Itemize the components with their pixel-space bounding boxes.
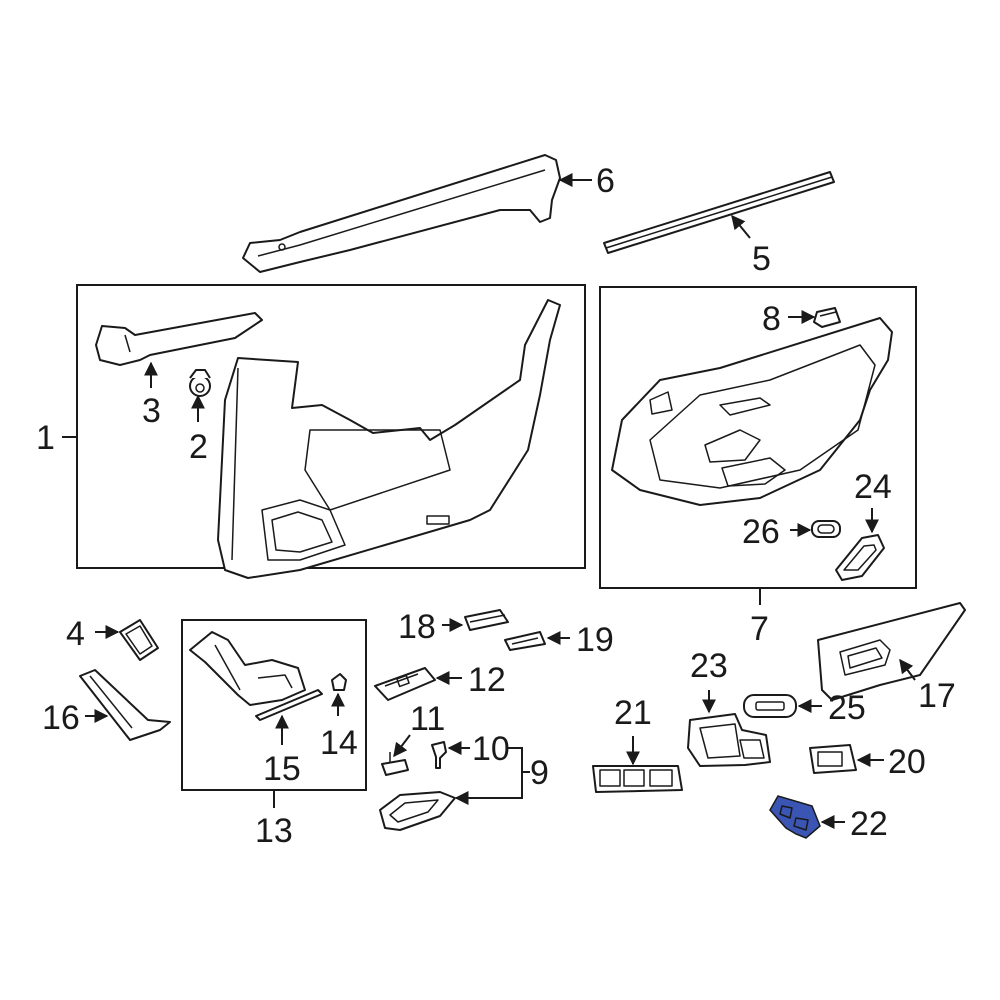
part-4-switch[interactable] — [119, 619, 159, 661]
callout-6: 6 — [596, 162, 615, 200]
callout-14: 14 — [320, 724, 358, 762]
part-8-clip[interactable] — [813, 307, 841, 328]
part-7-inner-trim[interactable] — [611, 317, 893, 506]
group-box-7 — [599, 286, 917, 589]
part-21-window-switch[interactable] — [592, 765, 683, 793]
callout-20: 20 — [888, 743, 926, 781]
part-11-clip[interactable] — [381, 752, 409, 776]
callout-17: 17 — [918, 677, 956, 715]
callout-19: 19 — [576, 621, 614, 659]
callout-21: 21 — [614, 694, 652, 732]
group-box-1 — [76, 284, 586, 569]
callout-18: 18 — [398, 608, 436, 646]
callout-11: 11 — [410, 700, 445, 738]
callout-15: 15 — [263, 750, 301, 788]
callout-13: 13 — [255, 812, 293, 850]
callout-24: 24 — [854, 468, 892, 506]
callout-10: 10 — [472, 730, 510, 768]
part-18-pocket[interactable] — [464, 609, 509, 631]
part-3-bracket[interactable] — [95, 312, 263, 366]
part-10-pin[interactable] — [431, 741, 447, 769]
callout-25: 25 — [828, 689, 866, 727]
callout-2: 2 — [189, 428, 208, 466]
callout-22: 22 — [850, 805, 888, 843]
callout-16: 16 — [42, 699, 80, 737]
part-16-trim[interactable] — [79, 669, 171, 741]
part-14-clip[interactable] — [331, 673, 347, 691]
part-20-switch[interactable] — [809, 744, 857, 774]
part-9-handle[interactable] — [379, 791, 456, 831]
part-24-handle-bezel[interactable] — [835, 534, 885, 581]
leader-11 — [393, 734, 411, 758]
part-17-armrest[interactable] — [817, 602, 966, 701]
part-13-armrest-bracket[interactable] — [189, 631, 306, 706]
leader-5 — [731, 214, 751, 239]
part-25-switch[interactable] — [743, 694, 797, 718]
callout-7: 7 — [750, 610, 769, 648]
part-5-belt-molding[interactable] — [603, 171, 835, 254]
part-26-insert[interactable] — [811, 520, 841, 538]
callout-4: 4 — [66, 615, 85, 653]
part-19-clip[interactable] — [504, 631, 546, 651]
leader-17 — [899, 658, 916, 681]
part-1-door-panel[interactable] — [217, 299, 561, 579]
part-12-switch-bezel[interactable] — [374, 667, 436, 701]
callout-26: 26 — [742, 513, 780, 551]
callout-8: 8 — [762, 300, 781, 338]
callout-3: 3 — [142, 392, 161, 430]
callout-12: 12 — [468, 661, 506, 699]
part-6-upper-trim[interactable] — [242, 154, 561, 273]
callout-9: 9 — [530, 754, 549, 792]
callout-5: 5 — [752, 240, 771, 278]
callout-23: 23 — [690, 647, 728, 685]
part-2-clip[interactable] — [189, 369, 211, 397]
part-15-strip[interactable] — [255, 689, 323, 721]
part-23-seat-switch-plate[interactable] — [687, 713, 771, 767]
callout-1: 1 — [36, 419, 55, 457]
part-22-highlighted-switch[interactable] — [769, 795, 821, 839]
